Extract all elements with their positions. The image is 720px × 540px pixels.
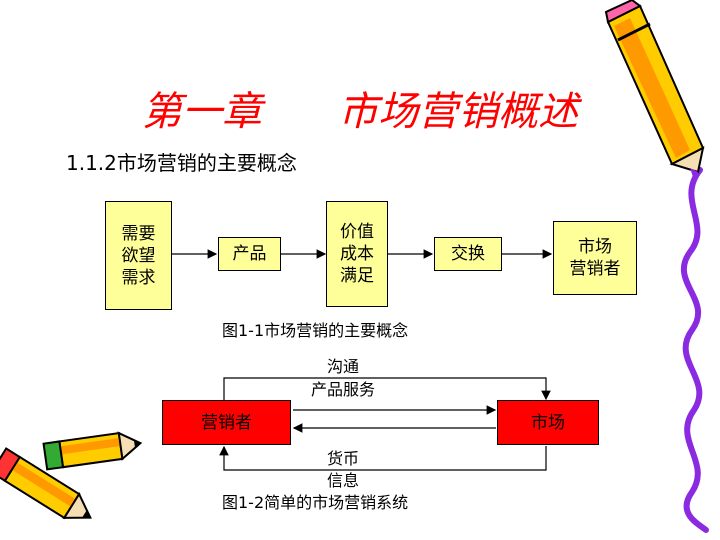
box-value: 价值 成本 满足	[326, 201, 388, 307]
slide-title: 第一章 市场营销概述	[141, 89, 579, 135]
box-market: 市场	[497, 400, 599, 445]
label-information: 信息	[326, 471, 359, 490]
arrow-money-loop	[219, 445, 547, 471]
label-communication: 沟通	[326, 357, 359, 376]
box-marketer: 市场 营销者	[553, 221, 637, 295]
figure2-caption: 图1-2简单的市场营销系统	[222, 493, 409, 512]
slide-subtitle: 1.1.2市场营销的主要概念	[66, 151, 297, 175]
crossed-pencils-icon	[0, 431, 143, 520]
box-exchange: 交换	[434, 237, 502, 271]
label-money: 货币	[326, 449, 359, 468]
figure1-caption: 图1-1市场营销的主要概念	[222, 321, 409, 340]
box-needs: 需要 欲望 需求	[105, 201, 172, 310]
pencil-icon	[604, 0, 705, 180]
wavy-border	[681, 167, 709, 533]
arrow-communication-loop	[223, 377, 551, 401]
box-product: 产品	[218, 237, 281, 271]
label-product-service: 产品服务	[310, 380, 375, 399]
box-seller: 营销者	[162, 400, 291, 445]
